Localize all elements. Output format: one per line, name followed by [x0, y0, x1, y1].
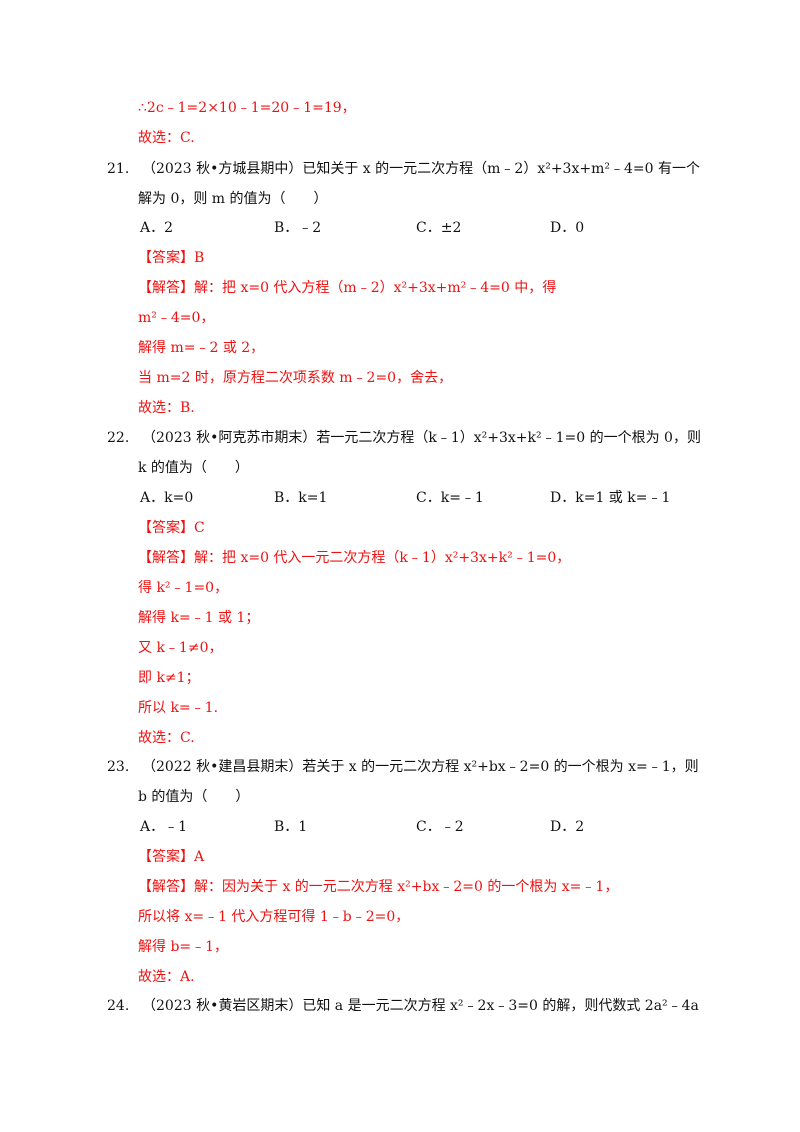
question-number: 23. — [107, 759, 130, 775]
solution-line: 【解答】解：把 x=0 代入方程（m﹣2）x²+3x+m²﹣4=0 中，得 — [138, 280, 557, 296]
option-a: A．﹣1 — [140, 819, 188, 835]
solution-line: 所以将 x=﹣1 代入方程可得 1﹣b﹣2=0， — [138, 909, 410, 925]
question-number: 22. — [107, 430, 130, 446]
option-c: C．±2 — [416, 220, 462, 236]
option-b: B．k=1 — [274, 490, 328, 506]
answer-line: 【答案】B — [138, 250, 205, 266]
solution-line: m²﹣4=0， — [138, 310, 215, 326]
question-number: 21. — [107, 161, 130, 177]
option-d: D．0 — [550, 220, 585, 236]
question-text-continued: k 的值为（ ） — [138, 460, 249, 476]
option-a: A．2 — [140, 220, 174, 236]
question-text-continued: b 的值为（ ） — [138, 789, 250, 805]
option-c: C．﹣2 — [416, 819, 464, 835]
solution-line: 解得 m=﹣2 或 2， — [138, 340, 265, 356]
question-text: （2022 秋•建昌县期末）若关于 x 的一元二次方程 x²+bx﹣2=0 的一… — [142, 759, 699, 775]
solution-line: 解得 k=﹣1 或 1； — [138, 610, 260, 626]
option-d: D．2 — [550, 819, 585, 835]
solution-line: 当 m=2 时，原方程二次项系数 m﹣2=0，舍去， — [138, 370, 453, 386]
option-c: C．k=﹣1 — [416, 490, 484, 506]
answer-line: 【答案】C — [138, 520, 205, 536]
solution-line: ∴2c﹣1=2×10﹣1=20﹣1=19， — [138, 100, 356, 116]
solution-line: 故选：C. — [138, 730, 195, 746]
question-text: （2023 秋•黄岩区期末）已知 a 是一元二次方程 x²﹣2x﹣3=0 的解，… — [142, 998, 699, 1014]
question-text: （2023 秋•方城县期中）已知关于 x 的一元二次方程（m﹣2）x²+3x+m… — [142, 161, 700, 177]
option-d: D．k=1 或 k=﹣1 — [550, 490, 671, 506]
solution-line: 所以 k=﹣1. — [138, 700, 219, 716]
solution-line: 故选：A. — [138, 969, 195, 985]
answer-line: 【答案】A — [138, 849, 205, 865]
solution-line: 故选：C. — [138, 130, 195, 146]
question-number: 24. — [107, 998, 130, 1014]
solution-line: 即 k≠1； — [138, 670, 200, 686]
question-text-continued: 解为 0，则 m 的值为（ ） — [138, 191, 328, 207]
solution-line: 又 k﹣1≠0， — [138, 640, 223, 656]
solution-line: 【解答】解：把 x=0 代入一元二次方程（k﹣1）x²+3x+k²﹣1=0， — [138, 550, 571, 566]
solution-line: 故选：B. — [138, 400, 195, 416]
solution-line: 解得 b=﹣1， — [138, 939, 229, 955]
option-b: B．1 — [274, 819, 308, 835]
solution-line: 【解答】解：因为关于 x 的一元二次方程 x²+bx﹣2=0 的一个根为 x=﹣… — [138, 879, 619, 895]
solution-line: 得 k²﹣1=0， — [138, 580, 229, 596]
option-a: A．k=0 — [140, 490, 194, 506]
option-b: B．﹣2 — [274, 220, 322, 236]
question-text: （2023 秋•阿克苏市期末）若一元二次方程（k﹣1）x²+3x+k²﹣1=0 … — [142, 430, 701, 446]
